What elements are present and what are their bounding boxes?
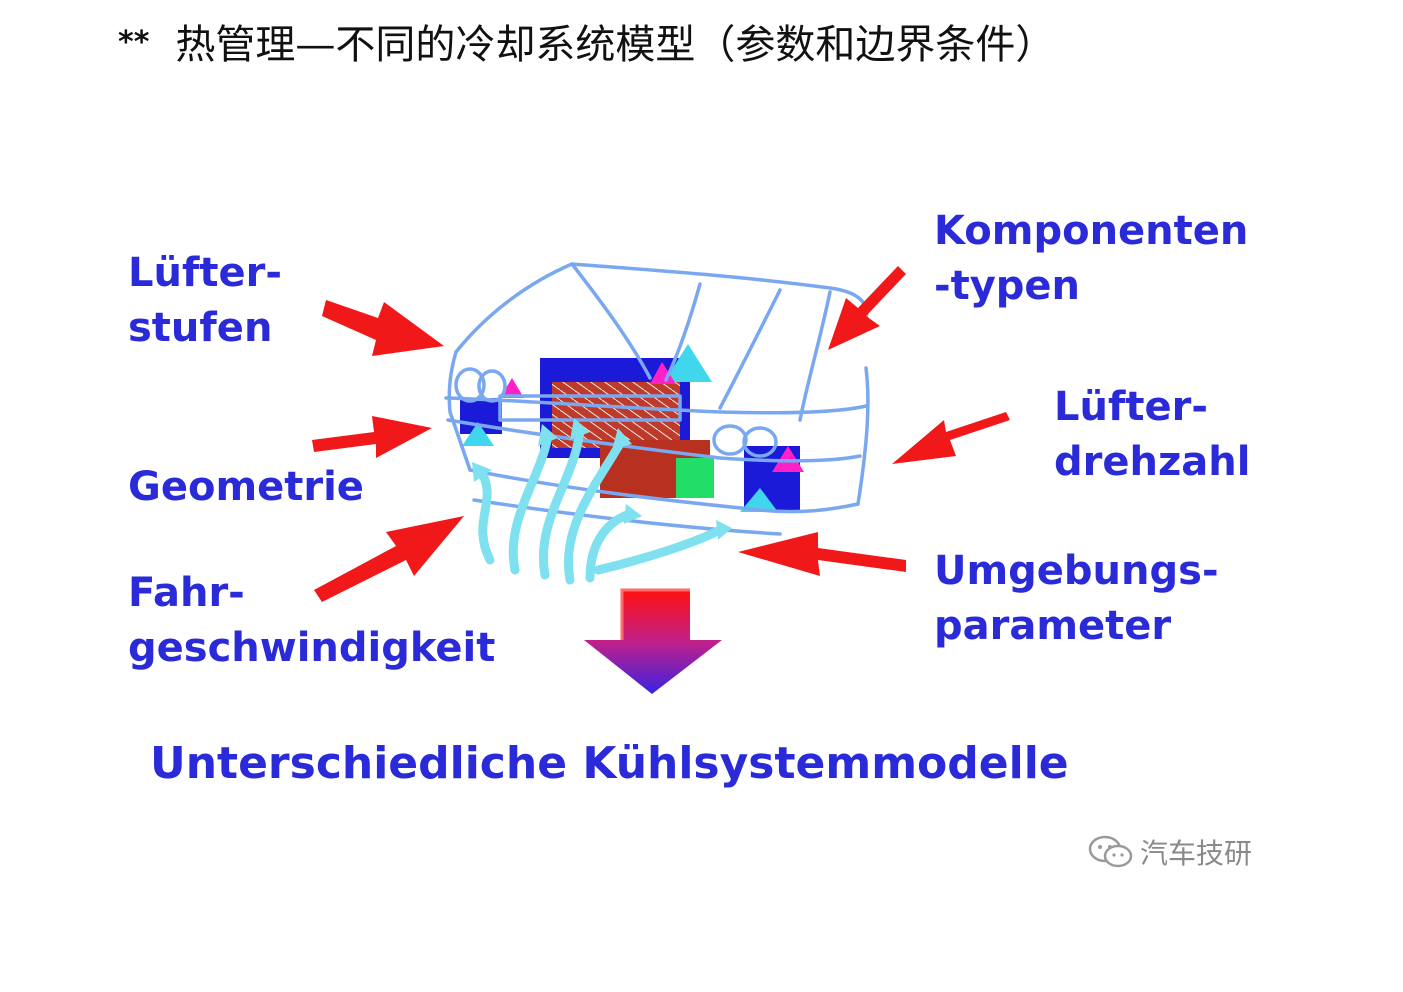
label-luefterdrehzahl: Lüfter- drehzahl bbox=[1054, 380, 1250, 490]
label-luefterdrehzahl-line1: Lüfter- bbox=[1054, 384, 1208, 430]
green-component bbox=[676, 458, 714, 498]
cyan-marker-left bbox=[462, 422, 494, 446]
arrow-komponententypen bbox=[828, 266, 906, 350]
car-front-illustration bbox=[444, 262, 870, 536]
magenta-marker-top bbox=[650, 362, 676, 384]
label-fahrgeschwindigkeit-line2: geschwindigkeit bbox=[128, 625, 496, 671]
result-arrow-highlight bbox=[620, 588, 690, 640]
airflow-arrow-1 bbox=[475, 465, 495, 565]
magenta-marker-left bbox=[500, 378, 524, 398]
airflow-arrow-3 bbox=[539, 425, 585, 580]
magenta-marker-right bbox=[772, 446, 804, 472]
arrow-geometrie bbox=[312, 416, 432, 458]
label-luefterstufen: Lüfter- stufen bbox=[128, 246, 282, 356]
arrow-umgebungsparameter bbox=[738, 532, 906, 576]
label-umgebungsparameter: Umgebungs- parameter bbox=[934, 544, 1219, 654]
label-geometrie-line1: Geometrie bbox=[128, 464, 364, 510]
airflow-arrows bbox=[475, 425, 725, 585]
label-fahrgeschwindigkeit-line1: Fahr- bbox=[128, 570, 245, 616]
label-fahrgeschwindigkeit: Fahr- geschwindigkeit bbox=[128, 566, 495, 676]
cyan-marker-right bbox=[740, 488, 778, 512]
cyan-marker-top bbox=[664, 344, 712, 382]
label-komponententypen: Komponenten -typen bbox=[934, 204, 1248, 314]
label-umgebungsparameter-line1: Umgebungs- bbox=[934, 548, 1219, 594]
airflow-arrow-4 bbox=[564, 435, 627, 585]
label-luefterdrehzahl-line2: drehzahl bbox=[1054, 439, 1251, 485]
wechat-icon bbox=[1088, 835, 1133, 868]
airflow-arrow-5 bbox=[585, 509, 635, 583]
label-geometrie: Geometrie bbox=[128, 460, 364, 515]
label-luefterstufen-line2: stufen bbox=[128, 305, 273, 351]
parameter-arrows bbox=[312, 266, 1010, 602]
airflow-arrow-6 bbox=[593, 525, 725, 575]
page-title: ** 热管理—不同的冷却系统模型（参数和边界条件） bbox=[118, 12, 1055, 70]
airflow-arrow-2 bbox=[508, 431, 553, 575]
label-komponententypen-line2: -typen bbox=[934, 263, 1081, 309]
result-label: Unterschiedliche Kühlsystemmodelle bbox=[150, 738, 1069, 789]
label-luefterstufen-line1: Lüfter- bbox=[128, 250, 282, 296]
label-komponententypen-line1: Komponenten bbox=[934, 208, 1249, 254]
result-down-arrow bbox=[584, 590, 722, 694]
watermark: 汽车技研 bbox=[1088, 832, 1252, 872]
arrow-luefterdrehzahl bbox=[892, 412, 1010, 464]
label-umgebungsparameter-line2: parameter bbox=[934, 603, 1172, 649]
airflow-arrowheads bbox=[472, 418, 732, 540]
title-text: 热管理—不同的冷却系统模型（参数和边界条件） bbox=[175, 22, 1056, 68]
arrow-fahrgeschwindigkeit bbox=[314, 516, 464, 602]
arrow-luefterstufen bbox=[322, 300, 444, 356]
title-stars: ** bbox=[118, 25, 150, 60]
watermark-text: 汽车技研 bbox=[1140, 837, 1253, 870]
